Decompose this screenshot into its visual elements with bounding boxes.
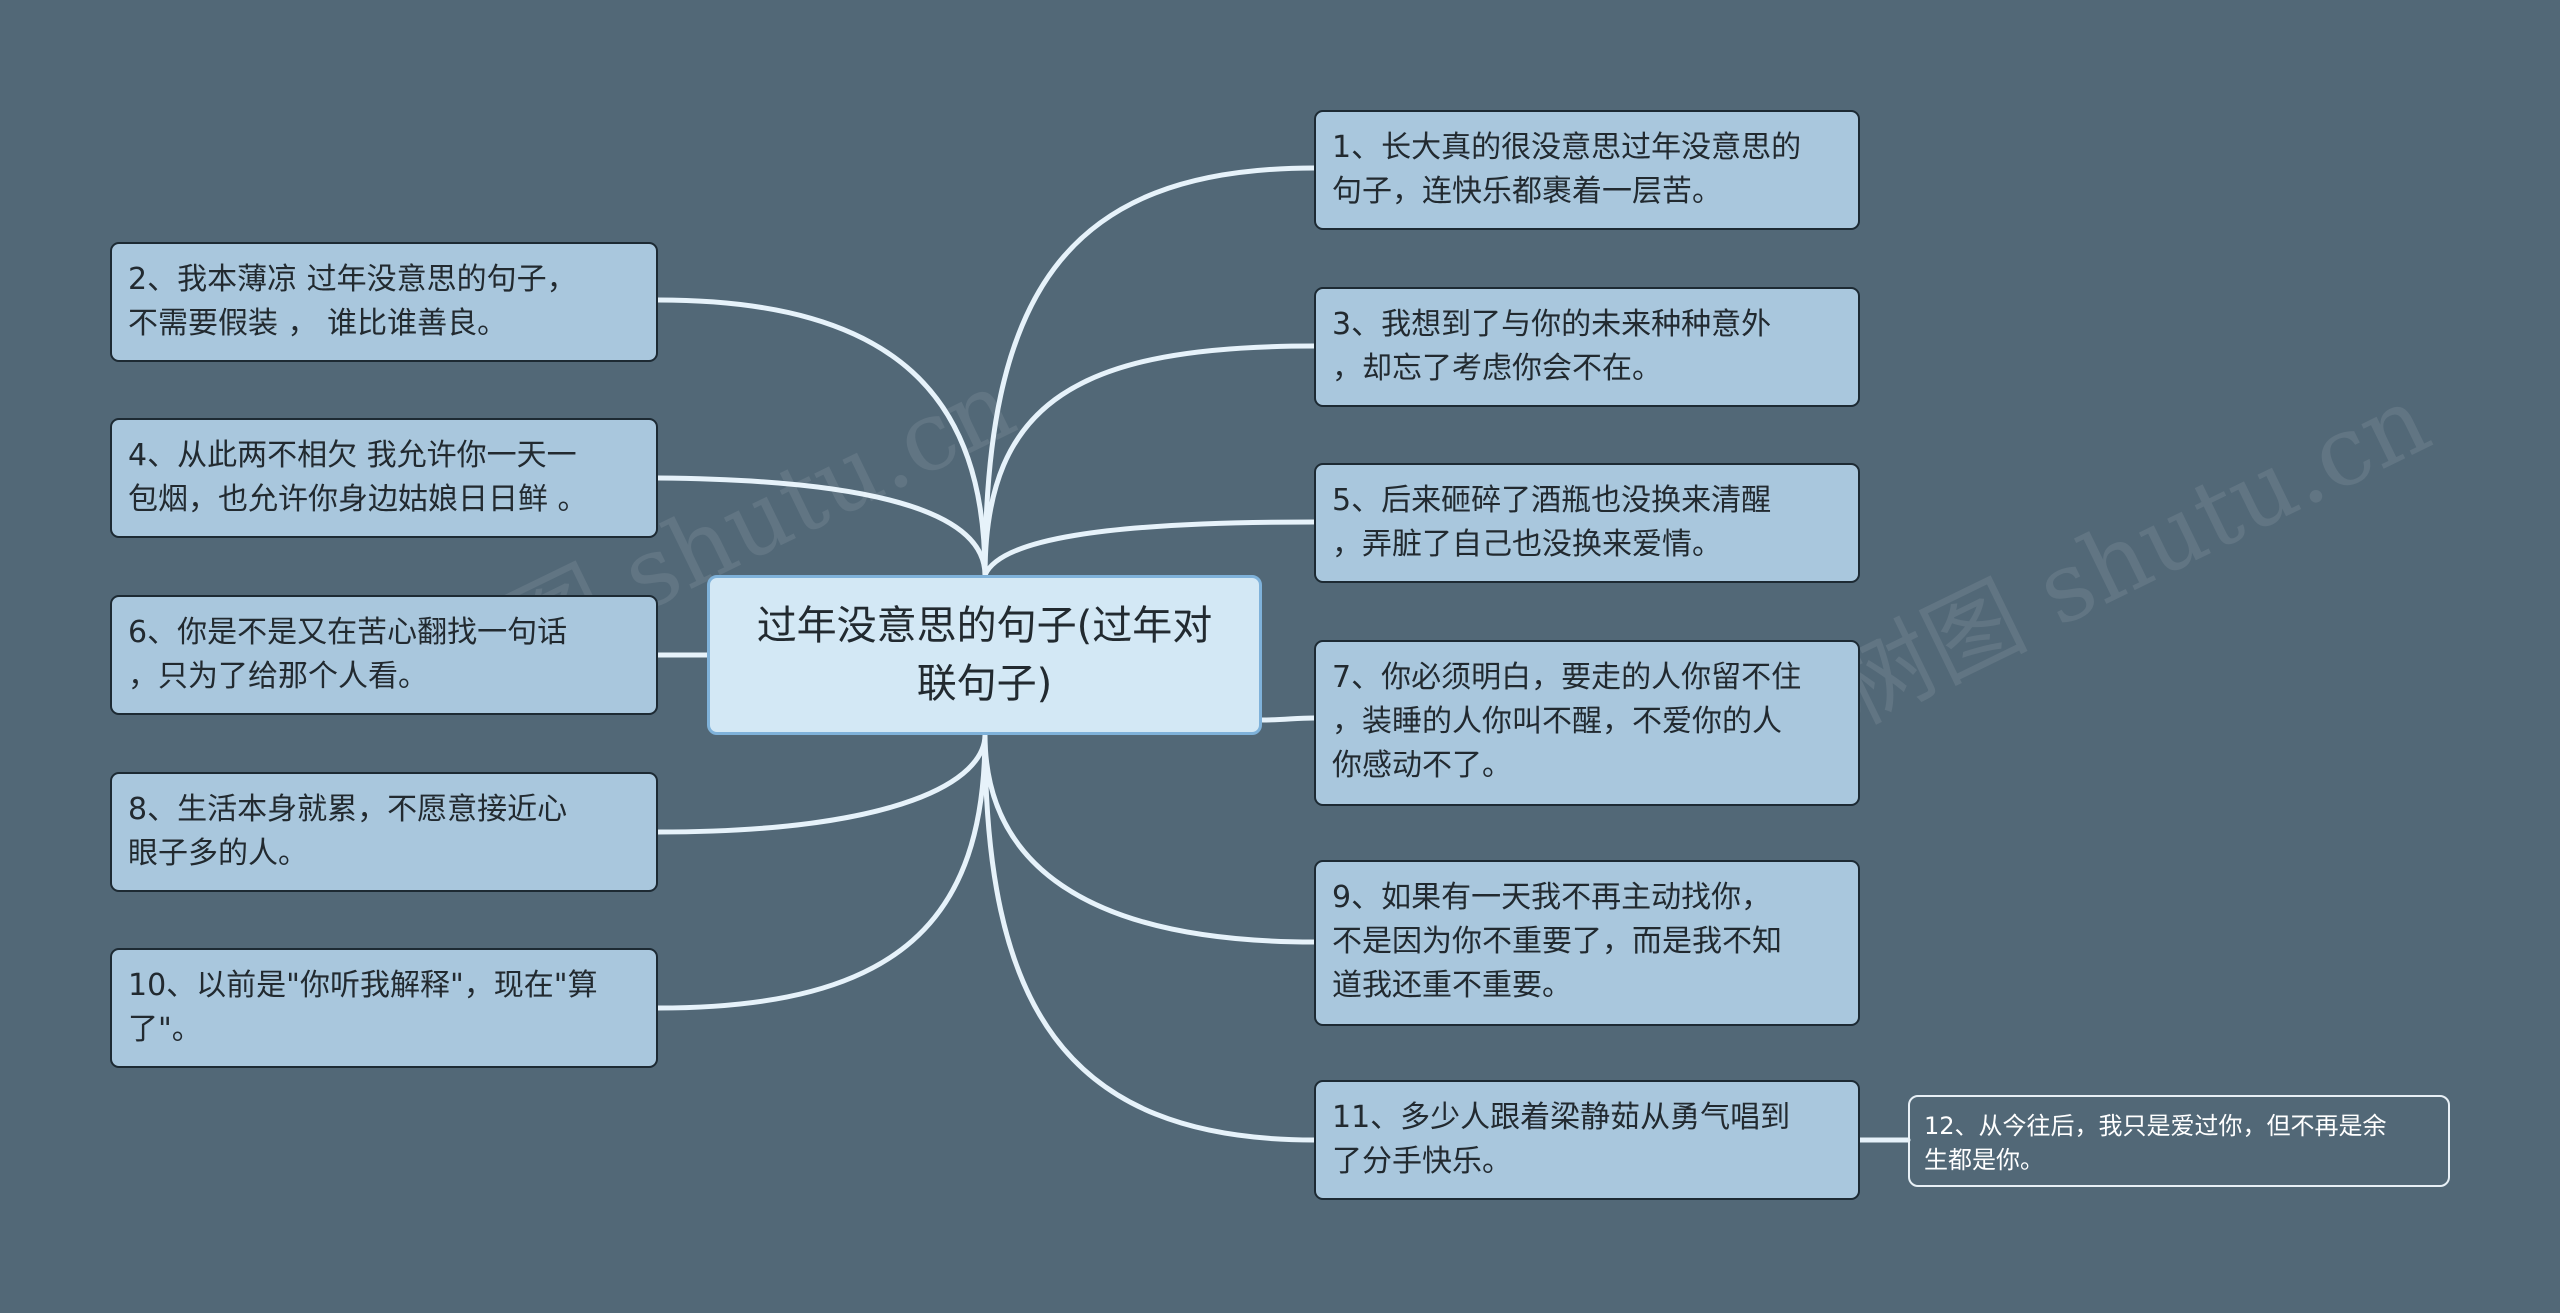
connector-1 <box>982 165 1317 578</box>
connector-2 <box>655 297 988 578</box>
topic-node-2[interactable]: 2、我本薄凉 过年没意思的句子， 不需要假装 ， 谁比谁善良。 <box>110 242 658 362</box>
connector-9 <box>982 732 1317 945</box>
topic-node-11[interactable]: 11、多少人跟着梁静茹从勇气唱到 了分手快乐。 <box>1314 1080 1860 1200</box>
topic-node-8[interactable]: 8、生活本身就累，不愿意接近心 眼子多的人。 <box>110 772 658 892</box>
connector-11 <box>982 732 1317 1143</box>
connector-5 <box>982 519 1317 578</box>
connector-10 <box>655 732 988 1011</box>
topic-node-5[interactable]: 5、后来砸碎了酒瓶也没换来清醒 ，弄脏了自己也没换来爱情。 <box>1314 463 1860 583</box>
topic-node-3[interactable]: 3、我想到了与你的未来种种意外 ，却忘了考虑你会不在。 <box>1314 287 1860 407</box>
connector-7 <box>1259 715 1317 723</box>
central-topic[interactable]: 过年没意思的句子(过年对 联句子) <box>707 575 1262 735</box>
connector-4 <box>655 475 988 578</box>
connector-3 <box>982 343 1317 578</box>
topic-node-9[interactable]: 9、如果有一天我不再主动找你， 不是因为你不重要了，而是我不知 道我还重不重要。 <box>1314 860 1860 1026</box>
topic-node-4[interactable]: 4、从此两不相欠 我允许你一天一 包烟，也允许你身边姑娘日日鲜 。 <box>110 418 658 538</box>
topic-node-10[interactable]: 10、以前是"你听我解释"，现在"算 了"。 <box>110 948 658 1068</box>
topic-node-1[interactable]: 1、长大真的很没意思过年没意思的 句子，连快乐都裹着一层苦。 <box>1314 110 1860 230</box>
topic-node-6[interactable]: 6、你是不是又在苦心翻找一句话 ，只为了给那个人看。 <box>110 595 658 715</box>
topic-node-7[interactable]: 7、你必须明白，要走的人你留不住 ，装睡的人你叫不醒，不爱你的人 你感动不了。 <box>1314 640 1860 806</box>
connector-8 <box>655 732 988 835</box>
subtopic-node-12[interactable]: 12、从今往后，我只是爱过你，但不再是余 生都是你。 <box>1908 1095 2450 1187</box>
